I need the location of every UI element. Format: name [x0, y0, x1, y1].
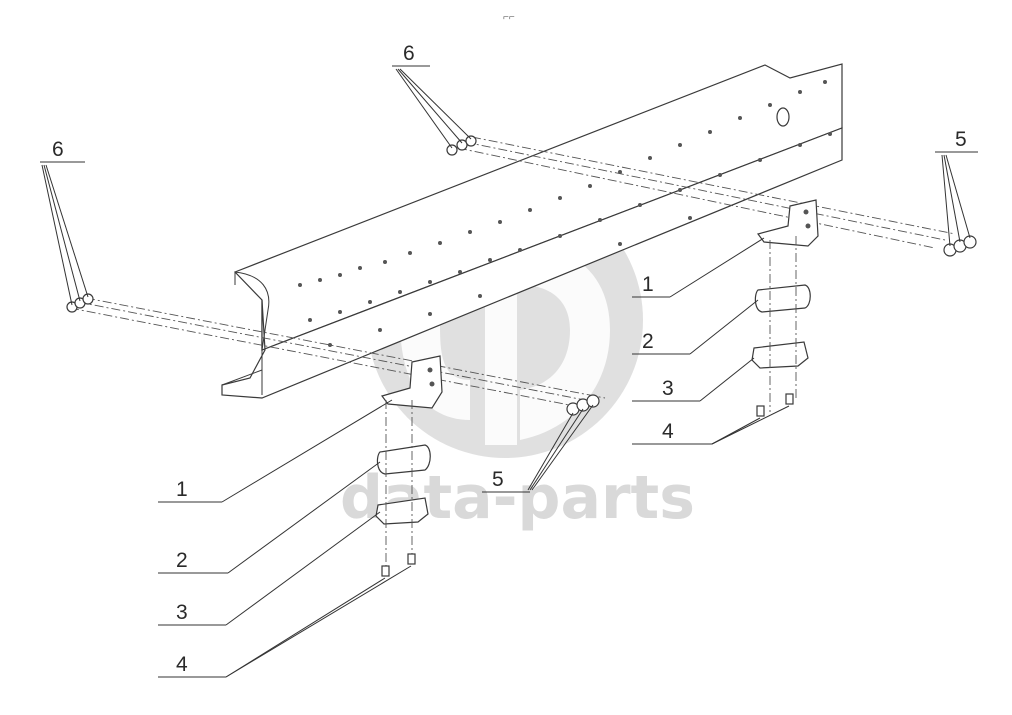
callout-6-left: 6	[52, 138, 64, 161]
right-screws	[756, 236, 797, 417]
left-pad	[376, 444, 431, 475]
callout-4-left: 4	[176, 653, 188, 676]
callout-4-right: 4	[662, 420, 674, 443]
right-block	[751, 341, 809, 369]
callout-2-left: 2	[176, 549, 188, 572]
rail-holes	[298, 80, 832, 347]
right-nut-group	[943, 235, 977, 257]
callout-1-right: 1	[642, 273, 654, 296]
corner-mark: ⌐⌐	[503, 12, 515, 23]
center-nut-group	[566, 394, 600, 416]
callout-3-right: 3	[662, 377, 674, 400]
left-block	[375, 497, 429, 525]
callout-labels: 6 6 5 5 1 2 3 4 1 2 3 4	[52, 42, 967, 676]
callout-5-center: 5	[492, 468, 504, 491]
right-axis-lines	[457, 136, 956, 249]
left-axis-lines	[69, 297, 606, 409]
left-bolt-group	[66, 293, 94, 313]
callout-1-left: 1	[176, 478, 188, 501]
right-pad	[754, 284, 811, 313]
frame-rail	[221, 63, 843, 399]
callout-6-top: 6	[403, 42, 415, 65]
left-bracket	[380, 355, 443, 409]
callout-5-right: 5	[955, 128, 967, 151]
callout-2-right: 2	[642, 330, 654, 353]
left-screws	[381, 400, 416, 577]
leader-lines	[40, 65, 978, 678]
right-bracket	[756, 199, 819, 247]
top-bolt-group	[446, 135, 477, 156]
callout-3-left: 3	[176, 601, 188, 624]
